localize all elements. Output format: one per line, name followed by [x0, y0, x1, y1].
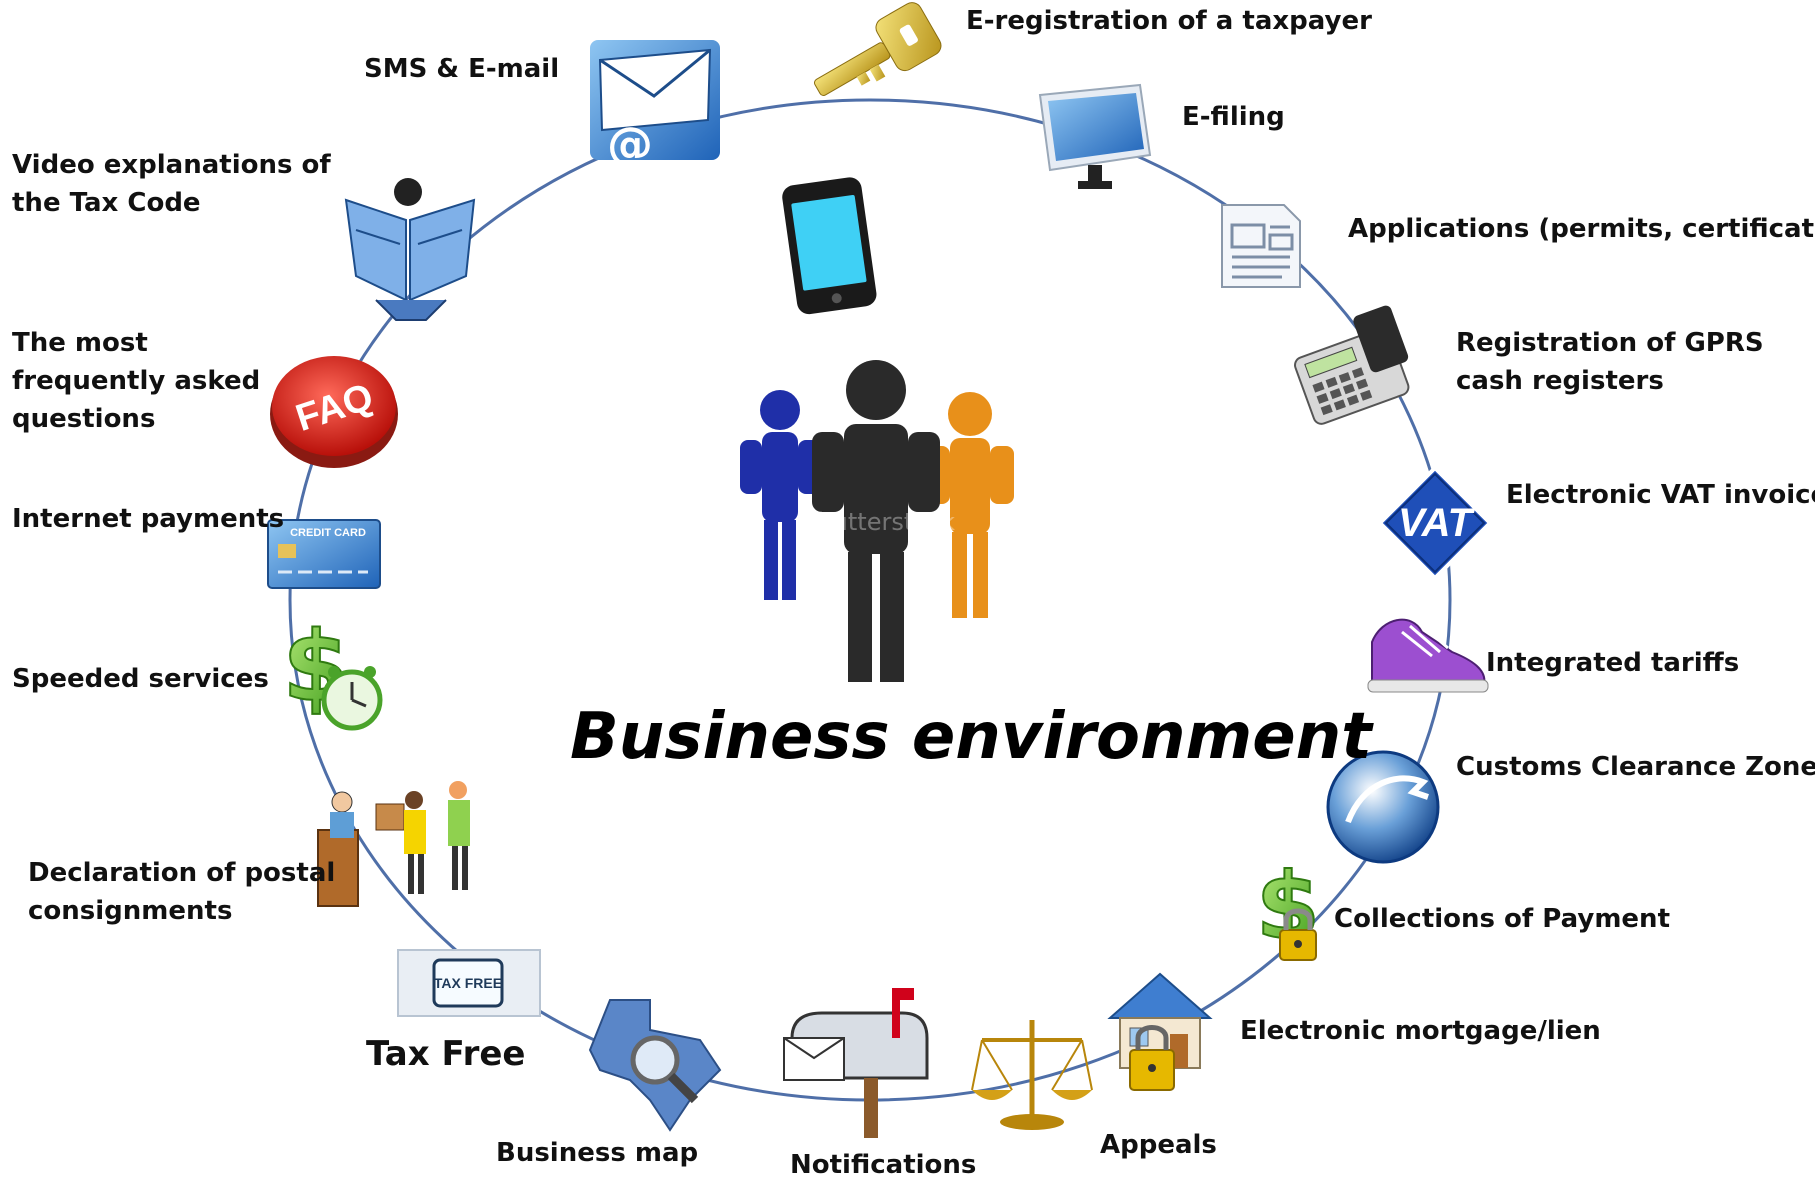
vat-sign-text: VAT: [1398, 501, 1476, 545]
house-lock-icon: [1107, 972, 1213, 1091]
tax-free-sign-icon: TAX FREE: [397, 949, 541, 1017]
sneaker-icon: [1367, 618, 1489, 693]
postal-counter-icon: [317, 781, 470, 907]
label-e-registration: E-registration of a taxpayer: [966, 6, 1372, 36]
label-integrated-tariffs: Integrated tariffs: [1486, 648, 1740, 678]
label-electronic-mortgage: Electronic mortgage/lien: [1240, 1016, 1601, 1046]
scales-icon: [971, 1020, 1093, 1130]
label-vat-invoice: Electronic VAT invoice: [1506, 480, 1815, 510]
business-people-icon: shutterstock: [740, 360, 1014, 682]
label-declaration-postal-line1: Declaration of postal: [28, 858, 336, 888]
label-sms-email: SMS & E-mail: [364, 54, 560, 84]
label-notifications: Notifications: [790, 1150, 977, 1180]
vat-sign-icon: VAT: [1377, 465, 1493, 581]
label-faq-line3: questions: [12, 404, 156, 434]
label-registration-gprs-line1: Registration of GPRS: [1456, 328, 1764, 358]
center-title: Business environment: [570, 700, 1372, 774]
reading-person-icon: [344, 178, 476, 321]
label-video-explanations-line1: Video explanations of: [12, 150, 331, 180]
label-appeals: Appeals: [1100, 1130, 1217, 1160]
credit-card-text: CREDIT CARD: [290, 527, 366, 539]
document-icon: [1221, 204, 1301, 288]
label-registration-gprs-line2: cash registers: [1456, 366, 1664, 396]
label-applications: Applications (permits, certificates): [1348, 214, 1815, 244]
dollar-clock-icon: $: [282, 610, 383, 731]
envelope-email-icon: @: [590, 40, 720, 171]
globe-arrow-icon: [1326, 750, 1440, 864]
label-declaration-postal-line2: consignments: [28, 896, 233, 926]
svg-text:@: @: [607, 117, 653, 171]
label-video-explanations-line2: the Tax Code: [12, 188, 201, 218]
map-magnifier-icon: [588, 999, 722, 1132]
label-customs-zone: Customs Clearance Zone: [1456, 752, 1815, 782]
tax-free-sign-text: TAX FREE: [434, 975, 502, 991]
label-speeded-services: Speeded services: [12, 664, 269, 694]
watermark-text: shutterstock: [805, 508, 955, 536]
dollar-lock-icon: $: [1255, 852, 1321, 961]
credit-card-icon: CREDIT CARD: [267, 519, 381, 589]
label-internet-payments: Internet payments: [12, 504, 285, 534]
smartphone-icon: [782, 177, 877, 315]
mailbox-icon: [783, 988, 929, 1138]
key-icon: [814, 2, 942, 96]
svg-text:$: $: [283, 611, 350, 723]
label-business-map: Business map: [496, 1138, 699, 1168]
label-tax-free: Tax Free: [366, 1034, 526, 1074]
monitor-icon: [1038, 83, 1152, 189]
label-e-filing: E-filing: [1182, 102, 1285, 132]
cash-register-icon: [1294, 305, 1410, 425]
faq-button-icon: FAQ: [270, 356, 398, 468]
label-faq-line1: The most: [12, 328, 148, 358]
label-collections-payment: Collections of Payment: [1334, 904, 1670, 934]
label-faq-line2: frequently asked: [12, 366, 261, 396]
